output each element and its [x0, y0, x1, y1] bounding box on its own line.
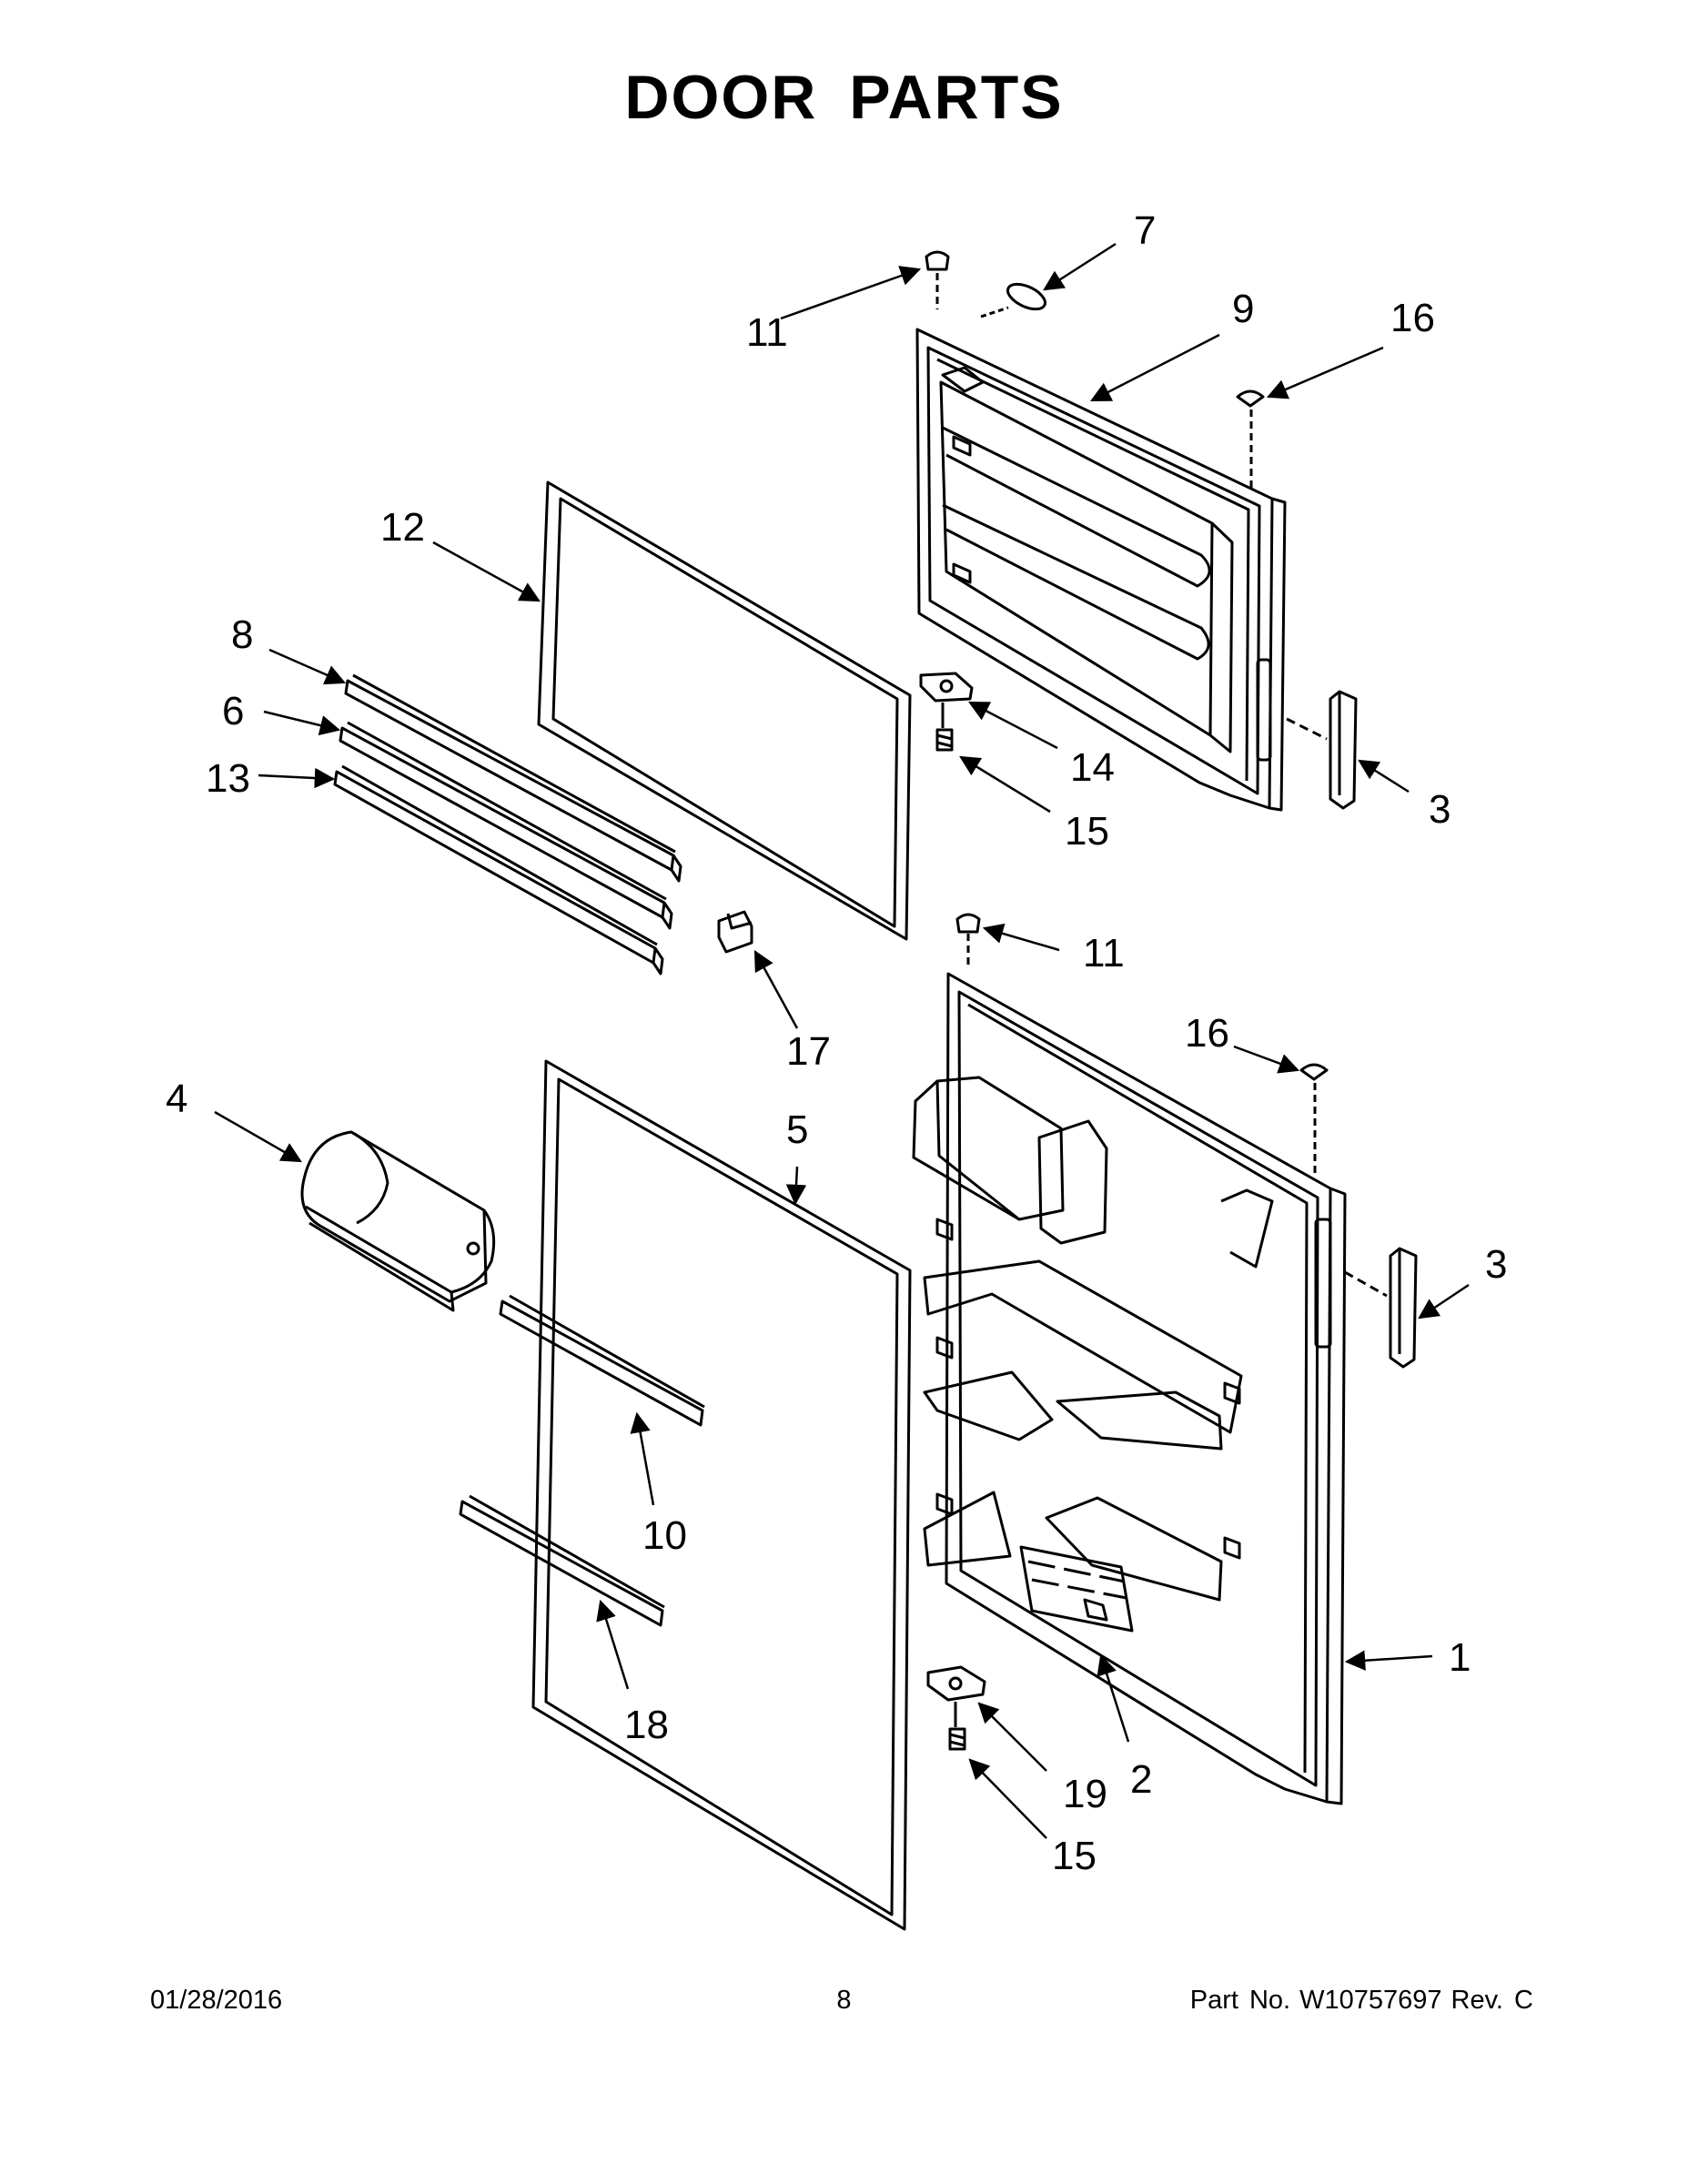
hole-plug-lower	[1299, 1063, 1329, 1174]
callout-3-top: 3	[1429, 787, 1450, 832]
screw-icon-lower	[948, 1702, 966, 1751]
revision: Rev. C	[1450, 1986, 1533, 2015]
cover-cylinder	[300, 1130, 496, 1312]
callout-1: 1	[1449, 1635, 1471, 1680]
freezer-gasket	[537, 480, 912, 941]
callout-11-bottom: 11	[1083, 931, 1125, 976]
hinge-pin-cap-lower	[955, 913, 981, 968]
callout-6: 6	[222, 689, 244, 733]
callout-16-bottom: 16	[1185, 1011, 1229, 1056]
part-number: W10757697	[1299, 1986, 1442, 2015]
bottom-hinge	[926, 1665, 986, 1702]
gasket-strip-upper	[499, 1294, 705, 1427]
callout-3-bottom: 3	[1485, 1242, 1507, 1287]
fresh-food-door	[912, 972, 1347, 1805]
callout-4: 4	[166, 1077, 187, 1121]
footer-page-number: 8	[836, 1986, 852, 2015]
hole-plug	[1236, 389, 1265, 491]
callout-12: 12	[380, 505, 425, 550]
page-title: DOOR PARTS	[624, 63, 1064, 132]
footer-part-number: Part No. W10757697 Rev. C	[1181, 1986, 1533, 2016]
trim-strips	[333, 673, 682, 976]
callout-7: 7	[1134, 208, 1156, 253]
footer-date: 01/28/2016	[150, 1986, 283, 2015]
callout-10: 10	[642, 1513, 687, 1558]
callout-9: 9	[1232, 287, 1254, 331]
callout-5: 5	[786, 1107, 808, 1152]
callout-labels: 11 7 9 16 12 8 6 13 14 15 3 11 16 17 5 4…	[166, 208, 1507, 1878]
callout-15-top: 15	[1065, 809, 1109, 854]
leader-lines	[214, 242, 1470, 1839]
fresh-food-handle	[1344, 1247, 1418, 1369]
callout-2: 2	[1130, 1757, 1152, 1802]
callout-13: 13	[206, 756, 250, 801]
fresh-food-gasket	[531, 1059, 912, 1931]
freezer-door	[915, 328, 1287, 812]
freezer-handle	[1286, 690, 1358, 810]
screw-icon	[935, 703, 954, 752]
hinge-pin-cap	[925, 250, 950, 309]
callout-11-top: 11	[746, 310, 788, 355]
callout-15-bottom: 15	[1052, 1834, 1097, 1878]
washer	[1006, 282, 1046, 311]
callout-17: 17	[786, 1029, 831, 1074]
callout-19: 19	[1063, 1772, 1107, 1816]
callout-16-top: 16	[1390, 296, 1435, 340]
callout-18: 18	[624, 1703, 669, 1747]
top-hinge	[919, 672, 974, 703]
door-clip	[717, 910, 753, 954]
callout-8: 8	[231, 612, 253, 657]
part-prefix: Part No.	[1189, 1986, 1291, 2015]
callout-14: 14	[1070, 745, 1115, 790]
gasket-strip-lower	[459, 1494, 665, 1627]
